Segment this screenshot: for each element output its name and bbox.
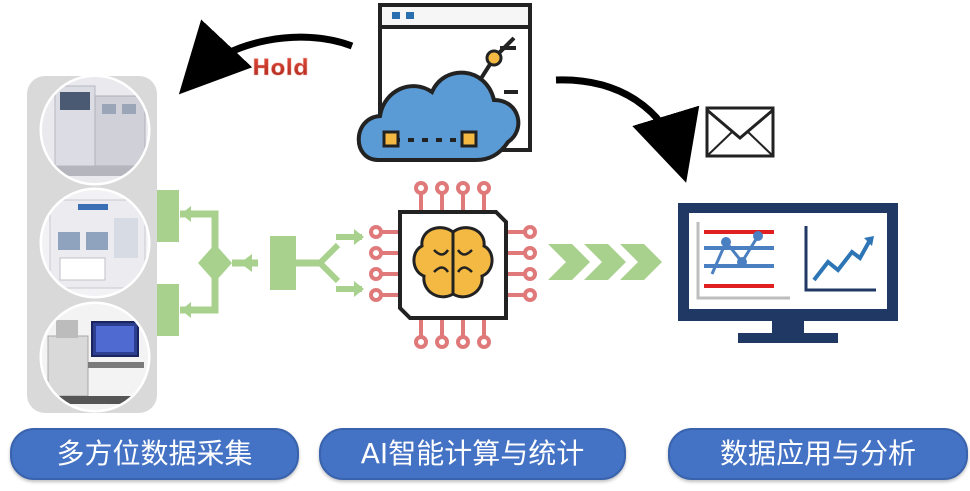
chevron-arrows	[548, 244, 662, 280]
machine-panel	[27, 74, 157, 413]
stage-label-analysis: 数据应用与分析	[668, 428, 968, 480]
stage-label-collect: 多方位数据采集	[10, 428, 299, 480]
report-arrow	[555, 76, 700, 183]
machine-photo-2	[39, 187, 151, 299]
stage-label-compute: AI智能计算与统计	[319, 428, 626, 480]
machine-photo-1	[39, 74, 151, 186]
connector-block-bottom	[157, 284, 179, 336]
aggregation-connector	[157, 190, 364, 336]
hold-label: Hold	[252, 56, 309, 81]
hold-arrow	[178, 19, 354, 95]
merge-diamond	[198, 244, 232, 282]
connector-block-middle	[270, 236, 296, 290]
mail-envelope-icon	[705, 106, 775, 158]
connector-block-top	[157, 190, 179, 242]
monitor-charts-icon	[678, 203, 898, 343]
machine-photo-3	[39, 301, 151, 413]
cloud-dashboard-icon	[356, 3, 532, 162]
ai-chip-brain-icon	[369, 181, 537, 349]
